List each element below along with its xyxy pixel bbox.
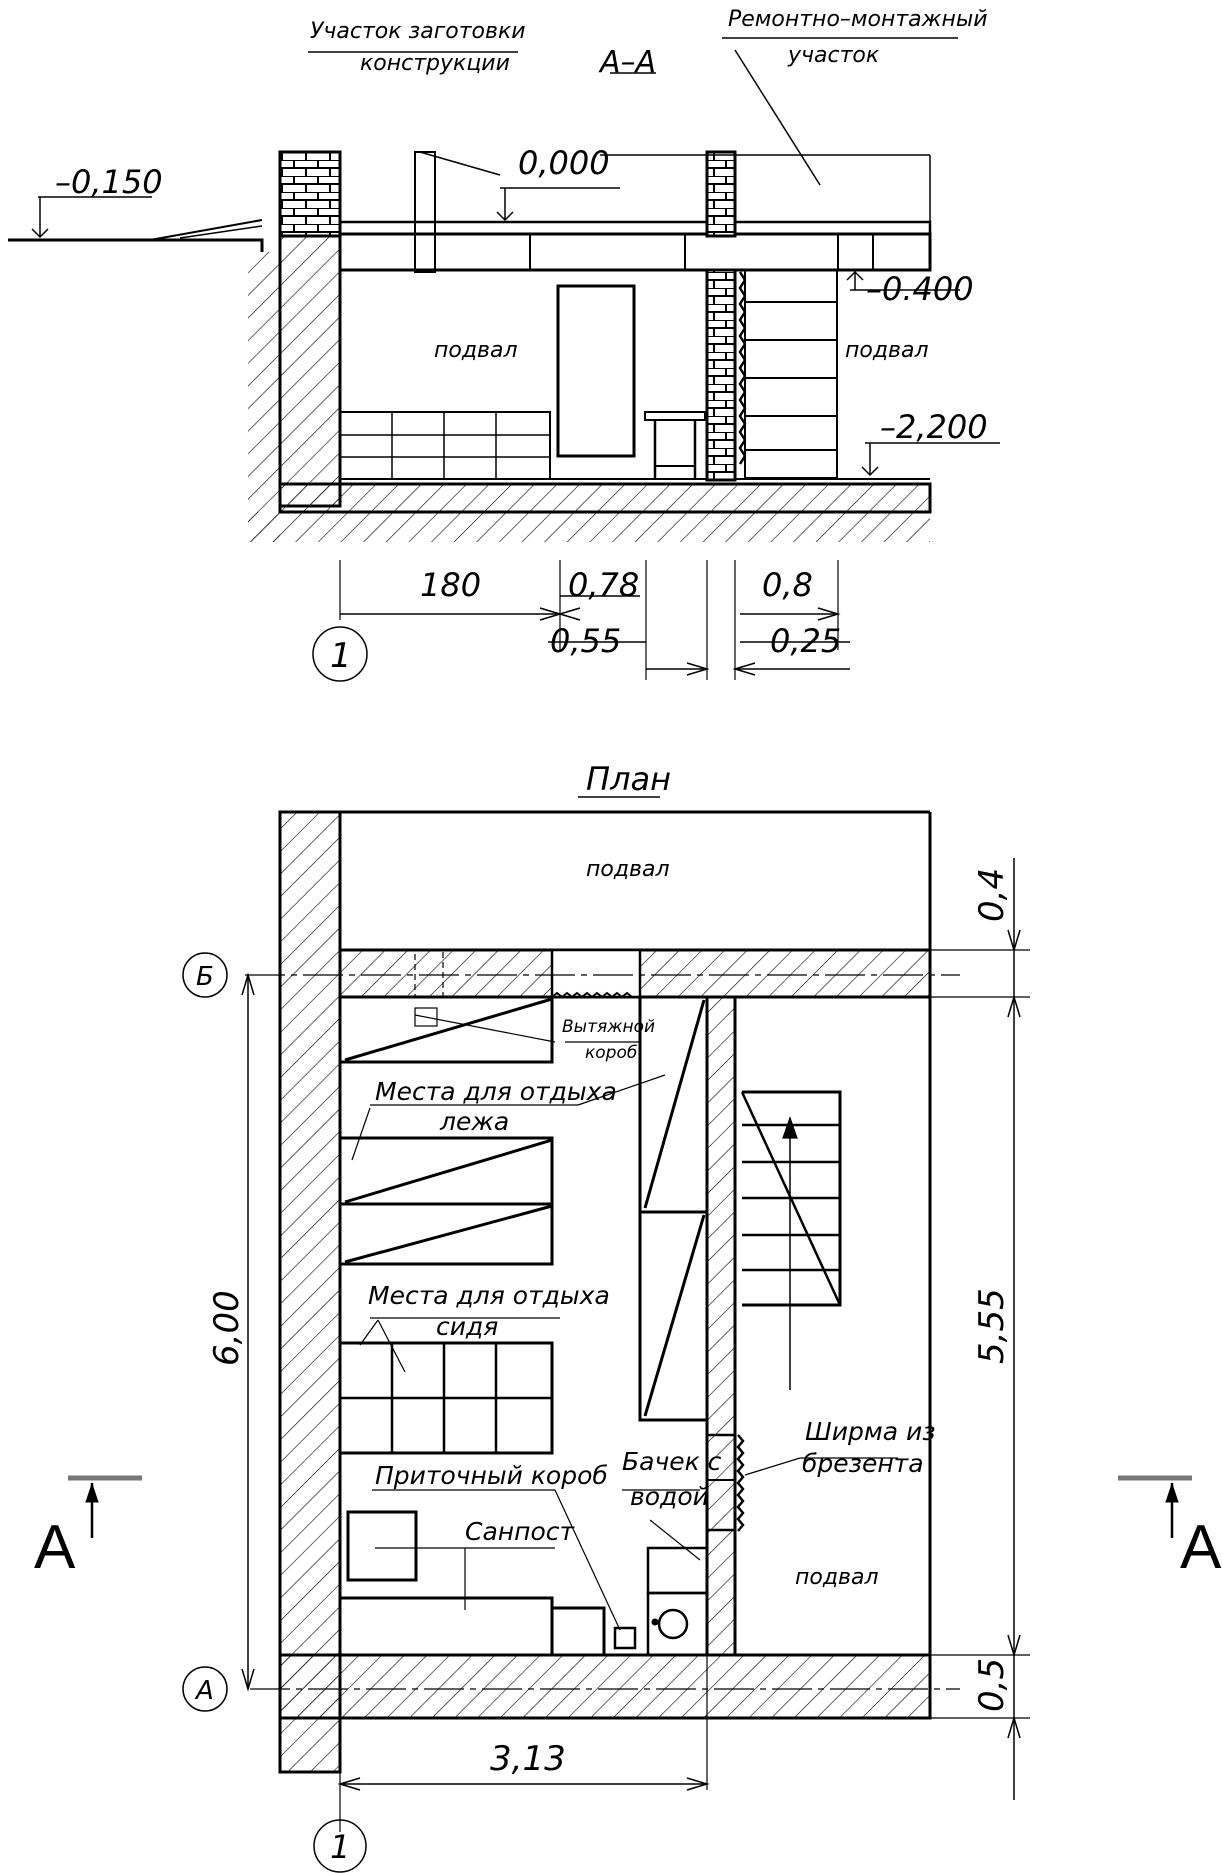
ramp-line: [149, 219, 263, 241]
water-tank: [646, 1546, 709, 1595]
label-workshop-1: Участок заготовки: [310, 19, 526, 44]
brick-parapet-mid: [705, 150, 737, 238]
dim-08: 0,8: [762, 566, 813, 604]
label-rest-sitting-2: сидя: [436, 1312, 498, 1341]
brick-column-mid: [705, 268, 737, 482]
plan-basement-top: подвал: [586, 857, 670, 882]
plan-bottom-counter: [340, 1596, 554, 1655]
label-tarp-1: Ширма из: [805, 1417, 936, 1446]
label-rest-lying-1: Места для отдыха: [375, 1077, 617, 1106]
label-workshop-2: конструкции: [360, 51, 510, 76]
dim-04: 0,4: [972, 868, 1012, 922]
plan-wall-mid: [705, 995, 737, 1657]
axis-A: А: [194, 1676, 214, 1706]
dim-600: 6,00: [207, 1290, 247, 1366]
plan-view: [68, 810, 1192, 1873]
bench-section: [339, 411, 551, 480]
elev-m0400: –0.400: [866, 270, 974, 308]
ground-line: [8, 238, 264, 252]
elev-zero: 0,000: [518, 144, 610, 182]
plan-basement-right: подвал: [795, 1565, 879, 1590]
section-cover-layer: [278, 220, 932, 236]
tarp-screen-section: [738, 271, 747, 465]
dim-025: 0,25: [770, 622, 841, 660]
label-repair-2: участок: [787, 43, 880, 68]
dim-313: 3,13: [490, 1739, 566, 1779]
label-rest-lying-2: лежа: [439, 1107, 509, 1136]
label-repair-1: Ремонтно–монтажный: [728, 7, 988, 32]
plan-wall-bottom: [278, 1653, 932, 1720]
section-view: [8, 37, 1000, 682]
bunk-section: [556, 284, 636, 458]
vent-pipe: [414, 151, 436, 273]
label-exhaust-2: короб: [585, 1043, 637, 1063]
dim-555: 5,55: [972, 1288, 1012, 1364]
dim-05: 0,5: [972, 1658, 1012, 1712]
exhaust-opening: [550, 948, 642, 999]
axis-B-marker: [182, 952, 228, 998]
elev-ground: –0,150: [55, 163, 163, 201]
label-water-tank-2: водой: [630, 1482, 709, 1511]
bunk-lying-1: [340, 995, 554, 1064]
label-toilet: Санпост: [465, 1517, 576, 1546]
dim-078: 0,78: [568, 566, 639, 604]
label-rest-sitting-1: Места для отдыха: [368, 1281, 610, 1310]
label-tarp-2: брезента: [802, 1449, 924, 1478]
axis-1-marker-plan: [313, 1819, 367, 1873]
stair-section: [744, 269, 838, 479]
plan-title: План: [586, 760, 671, 798]
label-basement-right: подвал: [845, 338, 929, 363]
elev-m2200: –2,200: [880, 408, 988, 446]
plan-texts: План подвал подвал Вытяжной короб Места …: [34, 760, 1222, 1866]
cut-label-right: А: [1180, 1513, 1222, 1582]
label-water-tank-1: Бачек с: [622, 1447, 722, 1476]
plan-wall-left: [278, 810, 342, 1774]
stool-top: [644, 411, 706, 421]
section-texts: А–А Участок заготовки конструкции Ремонт…: [55, 7, 988, 676]
section-wall-left: [278, 234, 342, 508]
section-floor-slab: [278, 482, 932, 514]
axis-1-section: 1: [330, 636, 352, 676]
bunk-lying-3: [338, 1202, 554, 1266]
earth-bottom: [248, 512, 930, 542]
ramp-line-2: [179, 225, 263, 239]
tarp-screen-plan: [736, 1434, 745, 1532]
label-exhaust-1: Вытяжной: [562, 1017, 655, 1037]
cut-label-left: А: [34, 1513, 76, 1582]
section-roof-slab: [338, 232, 932, 272]
axis-B: Б: [196, 962, 214, 992]
dim-180: 180: [420, 566, 481, 604]
label-supply-box: Приточный короб: [375, 1461, 608, 1490]
earth-left: [248, 252, 280, 542]
dim-055: 0,55: [550, 622, 621, 660]
axis-1-plan: 1: [330, 1828, 350, 1866]
section-title: А–А: [598, 45, 656, 80]
brick-parapet-left: [278, 150, 342, 238]
axis-A-marker: [182, 1666, 228, 1712]
supply-box: [613, 1626, 637, 1650]
bunk-vertical-2: [638, 1210, 709, 1422]
label-basement-left: подвал: [434, 338, 518, 363]
axis-1-marker-section: [312, 626, 368, 682]
toilet-box: [346, 1510, 418, 1582]
